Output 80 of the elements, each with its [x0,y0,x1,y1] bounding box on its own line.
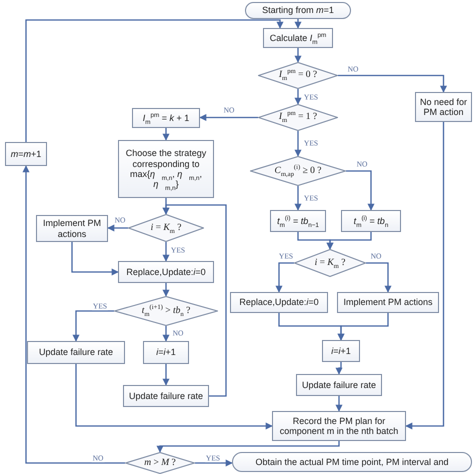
process-box [230,292,328,313]
arrow [162,326,170,342]
decision-diamond [294,249,366,277]
process-box [143,341,189,364]
process-box [118,140,214,198]
arrow [156,441,340,453]
arrow [162,283,170,297]
step-text: t$_{m}$$^{(i)}$ = tb$_{n}$ [354,216,388,226]
step-text: Update failure rate [38,347,114,358]
arrow [72,310,114,342]
step-text: i=i+1 [331,346,351,356]
process-box [5,142,47,166]
step-text: m=m+1 [10,148,42,160]
process-box [270,210,326,232]
arrow [162,128,170,141]
process-box [322,340,360,362]
arrow [75,364,273,430]
condition-text: m > M ? [144,458,176,468]
step-text: Implement PM actions [343,297,433,308]
terminal-text: Obtain the actual PM time point, PM interval and [255,456,449,468]
process-box [27,341,125,364]
decision-diamond [128,214,204,242]
arrow [25,19,284,142]
terminal-text: Starting from m=1 [262,5,334,16]
condition-text: I$_{m}$$^{pm}$ = 1 ? [278,112,318,123]
condition-text: C$_{m,ap}$$^{(i)}$ ≥ 0 ? [274,166,322,176]
step-text: I$_{m}$$^{pm}$ = k + 1 [142,112,190,124]
decision-diamond [125,452,195,474]
process-box [341,210,401,232]
process-box [337,292,439,313]
process-box [415,92,472,122]
step-text: t$_{m}$$^{(i)}$ = tb$_{n−1}$ [277,216,319,226]
arrow [162,242,170,262]
arrow [326,232,372,250]
condition-text: I$_{m}$$^{pm}$ = 0 ? [278,70,318,81]
arrow [162,364,170,386]
arrow [71,242,119,276]
process-box [118,261,214,283]
step-text: Replace,Update:i=0 [239,297,319,308]
process-box [296,374,382,396]
process-box [132,108,200,128]
step-text: Update failure rate [128,390,204,402]
step-text: No need for PM action [419,96,468,118]
arrow [405,122,444,430]
arrow [336,362,342,375]
arrow [294,48,302,63]
arrow [338,74,447,93]
condition-text: i = K$_{m}$ ? [150,222,182,234]
decision-diamond [114,296,218,326]
process-box [263,28,333,48]
arrow [294,186,302,211]
step-text: i=i+1 [156,347,176,358]
step-text: Choose the strategy corresponding to max{η⃗$_{m,n}$, η⃗$_{m,n}$, η⃗$_{m,n}$} [124,148,208,190]
arrow [366,262,392,293]
process-box [272,411,406,441]
step-text: Replace,Update:i=0 [126,266,206,278]
arrow [294,131,302,157]
arrow [336,396,342,412]
arrow [22,165,125,464]
step-text: Implement PM actions [42,218,102,239]
decision-diamond [258,104,338,131]
arrow [107,224,128,232]
arrow [195,460,233,466]
condition-text: i = K$_{m}$ ? [314,258,346,268]
arrow [294,19,302,29]
step-text: Update failure rate [302,380,376,390]
step-text: Record the PM plan for component m in the nth batch [278,416,400,436]
decision-diamond [258,62,338,89]
terminal-box [232,452,472,472]
arrow [294,89,302,105]
arrow [346,170,374,211]
process-box [123,385,209,407]
process-box [36,215,108,242]
arrow [276,262,294,293]
decision-diamond [250,156,346,186]
arrow [338,313,389,341]
terminal-box [245,2,351,19]
condition-text: t$_{m}$$^{(i+1)}$ > tb$_{n}$ ? [142,306,190,316]
arrow [199,114,258,121]
arrow [162,204,227,397]
